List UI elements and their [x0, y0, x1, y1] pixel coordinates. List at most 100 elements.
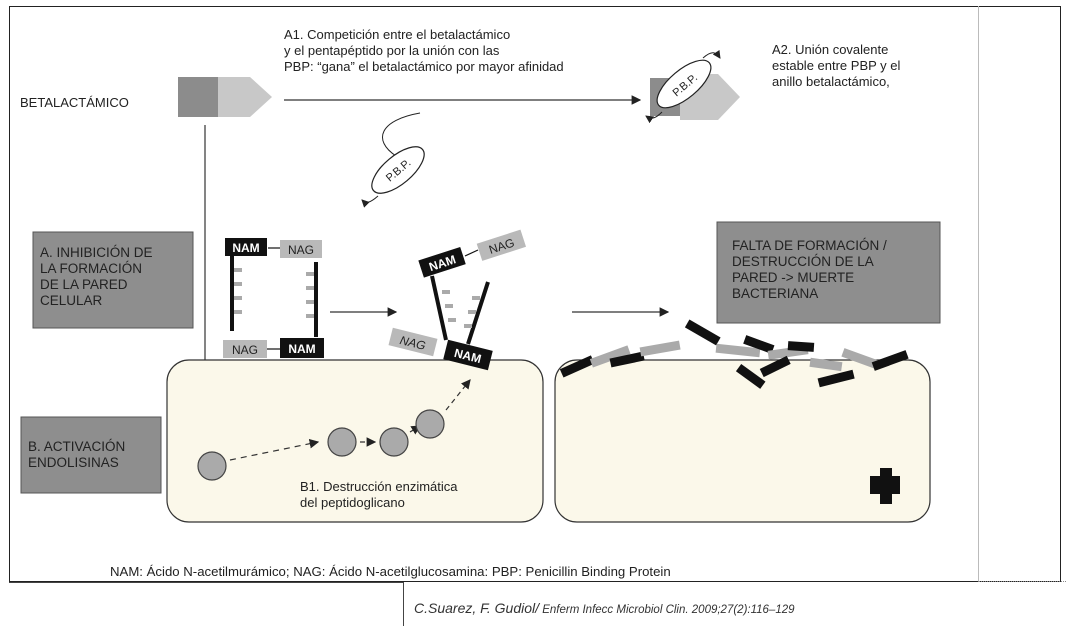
b1-line-2: del peptidoglicano [300, 495, 405, 510]
peptide-stub [445, 304, 453, 308]
peptide-stub [234, 268, 242, 272]
fragment-gray [639, 340, 681, 357]
endolysin-circle [415, 409, 445, 439]
nag-block-open-top [476, 229, 527, 261]
betalactam-molecule [178, 77, 272, 117]
a2-curve-bottom [645, 111, 663, 124]
endolysin-pathway [197, 379, 471, 481]
link-open-top [464, 249, 479, 257]
peptide-stub [306, 286, 314, 290]
nam-block-open-bottom [443, 339, 493, 371]
peptide-stub [448, 318, 456, 322]
nag-label-open-bottom: NAG [398, 333, 427, 353]
peptidoglycan-intact: NAM NAG NAG NAM [223, 238, 324, 358]
box-falta-line-4: BACTERIANA [732, 286, 818, 301]
box-b-line-2: ENDOLISINAS [28, 455, 119, 470]
a1-line-2: y el pentapéptido por la unión con las [284, 43, 500, 58]
fragment-black [759, 355, 791, 378]
peptide-stub [468, 310, 476, 314]
nam-block-bottom [280, 338, 324, 358]
dashed-arrow [445, 379, 471, 411]
nam-label-open-bottom: NAM [453, 346, 483, 366]
a2-complex: P.B.P. [645, 49, 740, 124]
box-b-line-1: B. ACTIVACIÓN [28, 439, 125, 454]
fragment-black [559, 355, 595, 378]
nam-label-top: NAM [232, 241, 259, 255]
box-falta-line-3: PARED -> MUERTE [732, 270, 854, 285]
right-chain [314, 262, 318, 337]
broken-fragments [559, 319, 909, 389]
peptide-stub [234, 282, 242, 286]
bottom-line [9, 582, 404, 583]
box-a-line-3: DE LA PARED [40, 277, 128, 292]
betalactam-pentagon [218, 77, 272, 117]
fragment-black [743, 335, 775, 354]
open-left-chain [430, 275, 448, 341]
fragment-gray [809, 357, 843, 372]
nam-label-bottom: NAM [288, 342, 315, 356]
peptide-stub [306, 272, 314, 276]
peptide-stub [472, 296, 480, 300]
nag-label-top: NAG [288, 243, 314, 257]
box-a [32, 231, 194, 329]
fragment-black [871, 350, 909, 371]
box-a-line-2: LA FORMACIÓN [40, 261, 142, 276]
box-falta-line-2: DESTRUCCIÓN DE LA [732, 254, 874, 269]
debris-shape [870, 468, 900, 504]
peptide-stub [442, 290, 450, 294]
nag-block-top [280, 240, 322, 258]
fragment-black [609, 351, 645, 368]
a2-curve-top [702, 49, 721, 59]
box-a-line-4: CELULAR [40, 293, 103, 308]
a2-pbp-ellipse [656, 59, 712, 109]
cell-right [554, 359, 931, 523]
endolysin-circle [197, 451, 227, 481]
peptide-stub [464, 324, 472, 328]
caption: NAM: Ácido N-acetilmurámico; NAG: Ácido … [110, 564, 671, 579]
fragment-gray [715, 343, 761, 358]
left-chain [230, 256, 234, 331]
peptide-stub [234, 310, 242, 314]
open-right-chain [466, 281, 490, 345]
fragment-black [684, 319, 721, 346]
citation-authors: C.Suarez, F. Gudiol/ [414, 600, 540, 616]
citation: C.Suarez, F. Gudiol/ Enferm Infecc Micro… [414, 600, 795, 616]
bottom-vertical-line [403, 582, 404, 626]
box-b [20, 416, 162, 494]
fragment-gray [589, 345, 631, 368]
right-divider [978, 6, 979, 582]
betalactam-label: BETALACTÁMICO [20, 95, 129, 110]
peptide-stub [306, 314, 314, 318]
a2-line-3: anillo betalactámico, [772, 74, 890, 89]
nag-block-bottom [223, 340, 267, 358]
fragment-black [787, 341, 815, 352]
a1-line-1: A1. Competición entre el betalactámico [284, 27, 510, 42]
box-falta [716, 221, 941, 324]
floating-pbp-ellipse [371, 146, 425, 194]
fragment-gray [841, 348, 879, 369]
pbp-curve-end [361, 195, 379, 208]
box-a-line-1: A. INHIBICIÓN DE [40, 245, 153, 260]
box-falta-line-1: FALTA DE FORMACIÓN / [732, 238, 887, 253]
endolysin-circle [327, 427, 357, 457]
betalactam-square [178, 77, 218, 117]
fragment-black [817, 369, 855, 388]
peptidoglycan-open: NAM NAG NAG NAM [388, 229, 527, 371]
a1-line-3: PBP: “gana” el betalactámico por mayor a… [284, 59, 564, 74]
dotted-line [978, 581, 1066, 582]
fragment-black [735, 363, 766, 389]
nag-label-bottom: NAG [232, 343, 258, 357]
endolysin-circle [379, 427, 409, 457]
nam-block-top [225, 238, 267, 256]
pbp-curve [382, 112, 421, 157]
peptide-stub [234, 296, 242, 300]
peptide-stub [306, 300, 314, 304]
nam-block-open-top [418, 246, 466, 278]
citation-journal: Enferm Infecc Microbiol Clin. 2009;27(2)… [539, 604, 795, 616]
b1-line-1: B1. Destrucción enzimática [300, 479, 458, 494]
dashed-arrow [229, 438, 320, 461]
a2-line-1: A2. Unión covalente [772, 42, 888, 57]
a2-line-2: estable entre PBP y el [772, 58, 901, 73]
nag-block-open-bottom [388, 327, 438, 357]
